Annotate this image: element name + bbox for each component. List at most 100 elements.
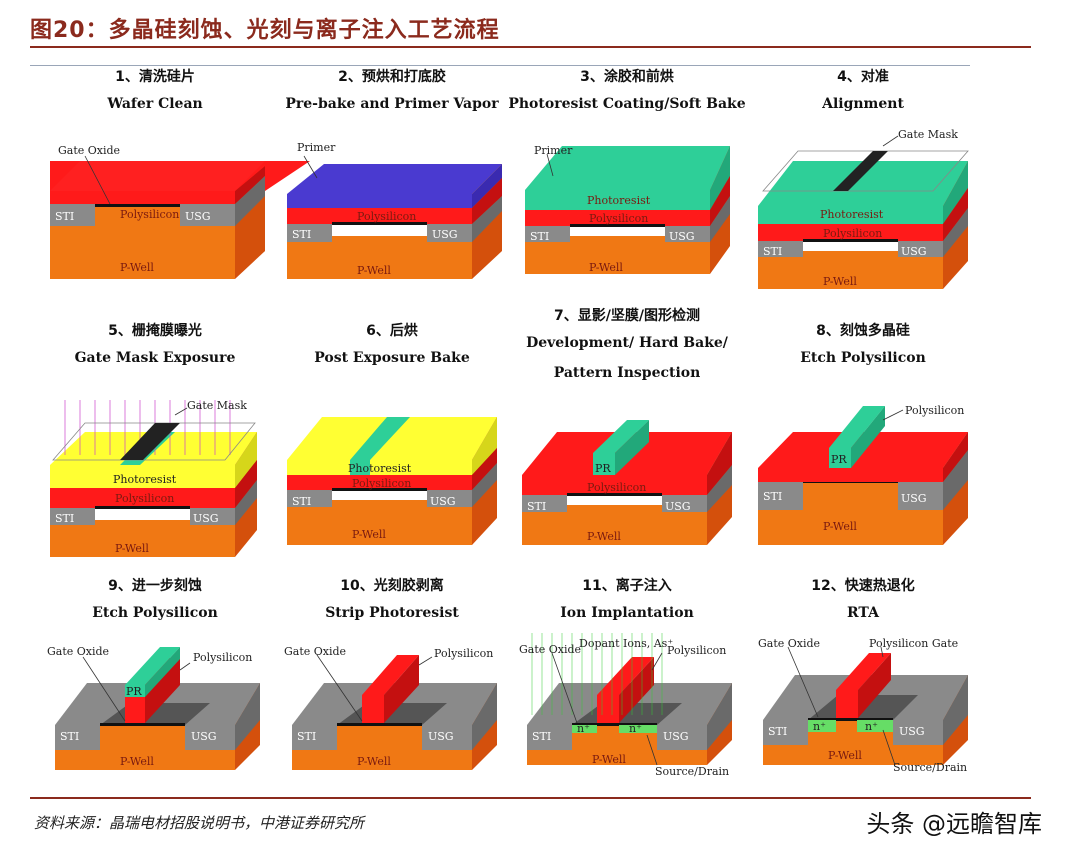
step-12-gate-oxide-label: Gate Oxide — [758, 637, 820, 650]
step-6-pwell-label: P-Well — [352, 528, 386, 541]
step-12-title-cn: 12、快速热退化 — [811, 578, 915, 594]
watermark: 头条 @远瞻智库 — [866, 810, 1042, 838]
step-8-diagram: Polysilicon PR STI USG P-Well — [758, 404, 968, 545]
step-7-pr-label: PR — [595, 462, 611, 475]
step-11-title-en: Ion Implantation — [560, 605, 694, 621]
step-1-poly-label: Polysilicon — [120, 208, 179, 221]
step-3-title-cn: 3、涂胶和前烘 — [580, 69, 674, 85]
step-12-diagram: Gate Oxide Polysilicon Gate STI USG n⁺ n… — [758, 637, 968, 774]
step-12-panel: 12、快速热退化 RTA Gate Oxide Polysilicon Gate… — [733, 575, 993, 790]
step-9-title-en: Etch Polysilicon — [92, 605, 218, 621]
step-2-usg-label: USG — [432, 228, 458, 241]
step-6-diagram: Photoresist Polysilicon STI USG P-Well — [287, 417, 497, 545]
step-12-n-right-label: n⁺ — [865, 720, 878, 733]
step-4-mask-label: Gate Mask — [898, 128, 958, 141]
step-2-pwell-label: P-Well — [357, 264, 391, 277]
step-11-n-right-label: n⁺ — [629, 722, 642, 735]
step-7-panel: 7、显影/坚膜/图形检测 Development/ Hard Bake/ Pat… — [497, 305, 757, 560]
step-5-pwell-label: P-Well — [115, 542, 149, 555]
step-11-ions-label: Dopant Ions, As⁺ — [579, 637, 673, 650]
step-7-title-cn: 7、显影/坚膜/图形检测 — [554, 308, 700, 324]
step-10-title-cn: 10、光刻胶剥离 — [340, 578, 444, 594]
step-1-gate-oxide-label: Gate Oxide — [58, 144, 120, 157]
step-5-mask-label: Gate Mask — [187, 399, 247, 412]
step-4-panel: 4、对准 Alignment Gate Mask Photoresist Pol… — [733, 66, 993, 296]
step-4-diagram: Gate Mask Photoresist Polysilicon STI US… — [758, 128, 969, 289]
step-6-sti-label: STI — [292, 495, 311, 508]
step-6-poly-label: Polysilicon — [352, 477, 411, 490]
step-4-pwell-label: P-Well — [823, 275, 857, 288]
step-12-pwell-label: P-Well — [828, 749, 862, 762]
step-4-title-en: Alignment — [822, 96, 904, 112]
step-1-diagram: Gate Oxide Polysilicon STI USG P-Well — [50, 144, 310, 279]
step-9-title-cn: 9、进一步刻蚀 — [108, 578, 202, 594]
step-2-diagram: Primer Polysilicon STI USG P-Well — [287, 141, 502, 279]
step-5-diagram: Gate Mask Photoresist Polysilicon STI US… — [50, 399, 257, 557]
step-1-title-cn: 1、清洗硅片 — [115, 69, 195, 85]
step-3-poly-label: Polysilicon — [589, 212, 648, 225]
step-8-title-en: Etch Polysilicon — [800, 350, 926, 366]
step-11-sd-label: Source/Drain — [655, 765, 729, 778]
step-9-poly-label: Polysilicon — [193, 651, 252, 664]
step-12-title-en: RTA — [847, 605, 879, 621]
step-3-pwell-label: P-Well — [589, 261, 623, 274]
step-8-pr-label: PR — [831, 453, 847, 466]
step-11-n-left-label: n⁺ — [577, 722, 590, 735]
step-12-sti-label: STI — [768, 725, 787, 738]
step-5-title-en: Gate Mask Exposure — [74, 350, 236, 366]
step-11-poly-label: Polysilicon — [667, 644, 726, 657]
step-5-poly-label: Polysilicon — [115, 492, 174, 505]
step-4-title-cn: 4、对准 — [837, 69, 889, 85]
step-12-n-left-label: n⁺ — [813, 720, 826, 733]
step-7-sti-label: STI — [527, 500, 546, 513]
title-rule — [30, 46, 1031, 48]
step-8-pwell-label: P-Well — [823, 520, 857, 533]
step-7-usg-label: USG — [665, 500, 691, 513]
step-2-sti-label: STI — [292, 228, 311, 241]
step-7-pwell-label: P-Well — [587, 530, 621, 543]
step-9-usg-label: USG — [191, 730, 217, 743]
step-5-sti-label: STI — [55, 512, 74, 525]
step-6-usg-label: USG — [430, 495, 456, 508]
step-11-diagram: Gate Oxide Dopant Ions, As⁺ Polysilicon … — [519, 633, 732, 778]
footer-rule — [30, 797, 1031, 799]
step-6-pr-label: Photoresist — [348, 462, 412, 475]
step-5-title-cn: 5、栅掩膜曝光 — [108, 323, 202, 339]
step-9-pwell-label: P-Well — [120, 755, 154, 768]
step-3-primer-label: Primer — [534, 144, 573, 157]
step-10-diagram: Gate Oxide Polysilicon STI USG P-Well — [284, 645, 497, 770]
step-8-poly-label: Polysilicon — [905, 404, 964, 417]
step-3-diagram: Primer Photoresist Polysilicon STI USG P… — [525, 144, 730, 274]
step-10-panel: 10、光刻胶剥离 Strip Photoresist Gate Oxide Po… — [262, 575, 522, 790]
step-1-usg-label: USG — [185, 210, 211, 223]
step-11-panel: 11、离子注入 Ion Implantation Gate Oxide Dopa… — [497, 575, 757, 790]
step-2-title-en: Pre-bake and Primer Vapor — [285, 96, 499, 112]
step-12-usg-label: USG — [899, 725, 925, 738]
step-4-sti-label: STI — [763, 245, 782, 258]
step-4-poly-label: Polysilicon — [823, 227, 882, 240]
step-4-usg-label: USG — [901, 245, 927, 258]
step-5-panel: 5、栅掩膜曝光 Gate Mask Exposure Gate Mask Pho… — [25, 320, 285, 560]
step-1-pwell-label: P-Well — [120, 261, 154, 274]
step-10-pwell-label: P-Well — [357, 755, 391, 768]
step-3-pr-label: Photoresist — [587, 194, 651, 207]
step-8-title-cn: 8、刻蚀多晶硅 — [816, 323, 910, 339]
step-2-poly-label: Polysilicon — [357, 210, 416, 223]
step-9-gate-oxide-label: Gate Oxide — [47, 645, 109, 658]
step-11-title-cn: 11、离子注入 — [582, 578, 672, 594]
step-8-usg-label: USG — [901, 492, 927, 505]
step-10-usg-label: USG — [428, 730, 454, 743]
step-9-pr-label: PR — [126, 685, 142, 698]
source-note: 资料来源：晶瑞电材招股说明书，中港证券研究所 — [34, 814, 365, 832]
step-1-title-en: Wafer Clean — [107, 96, 203, 112]
step-10-poly-label: Polysilicon — [434, 647, 493, 660]
step-10-gate-oxide-label: Gate Oxide — [284, 645, 346, 658]
step-6-title-cn: 6、后烘 — [366, 323, 418, 339]
step-7-title-en-line2: Pattern Inspection — [553, 365, 701, 381]
step-3-usg-label: USG — [669, 230, 695, 243]
step-10-sti-label: STI — [297, 730, 316, 743]
step-5-pr-label: Photoresist — [113, 473, 177, 486]
step-2-panel: 2、预烘和打底胶 Pre-bake and Primer Vapor Prime… — [262, 66, 522, 296]
step-9-sti-label: STI — [60, 730, 79, 743]
step-1-sti-label: STI — [55, 210, 74, 223]
